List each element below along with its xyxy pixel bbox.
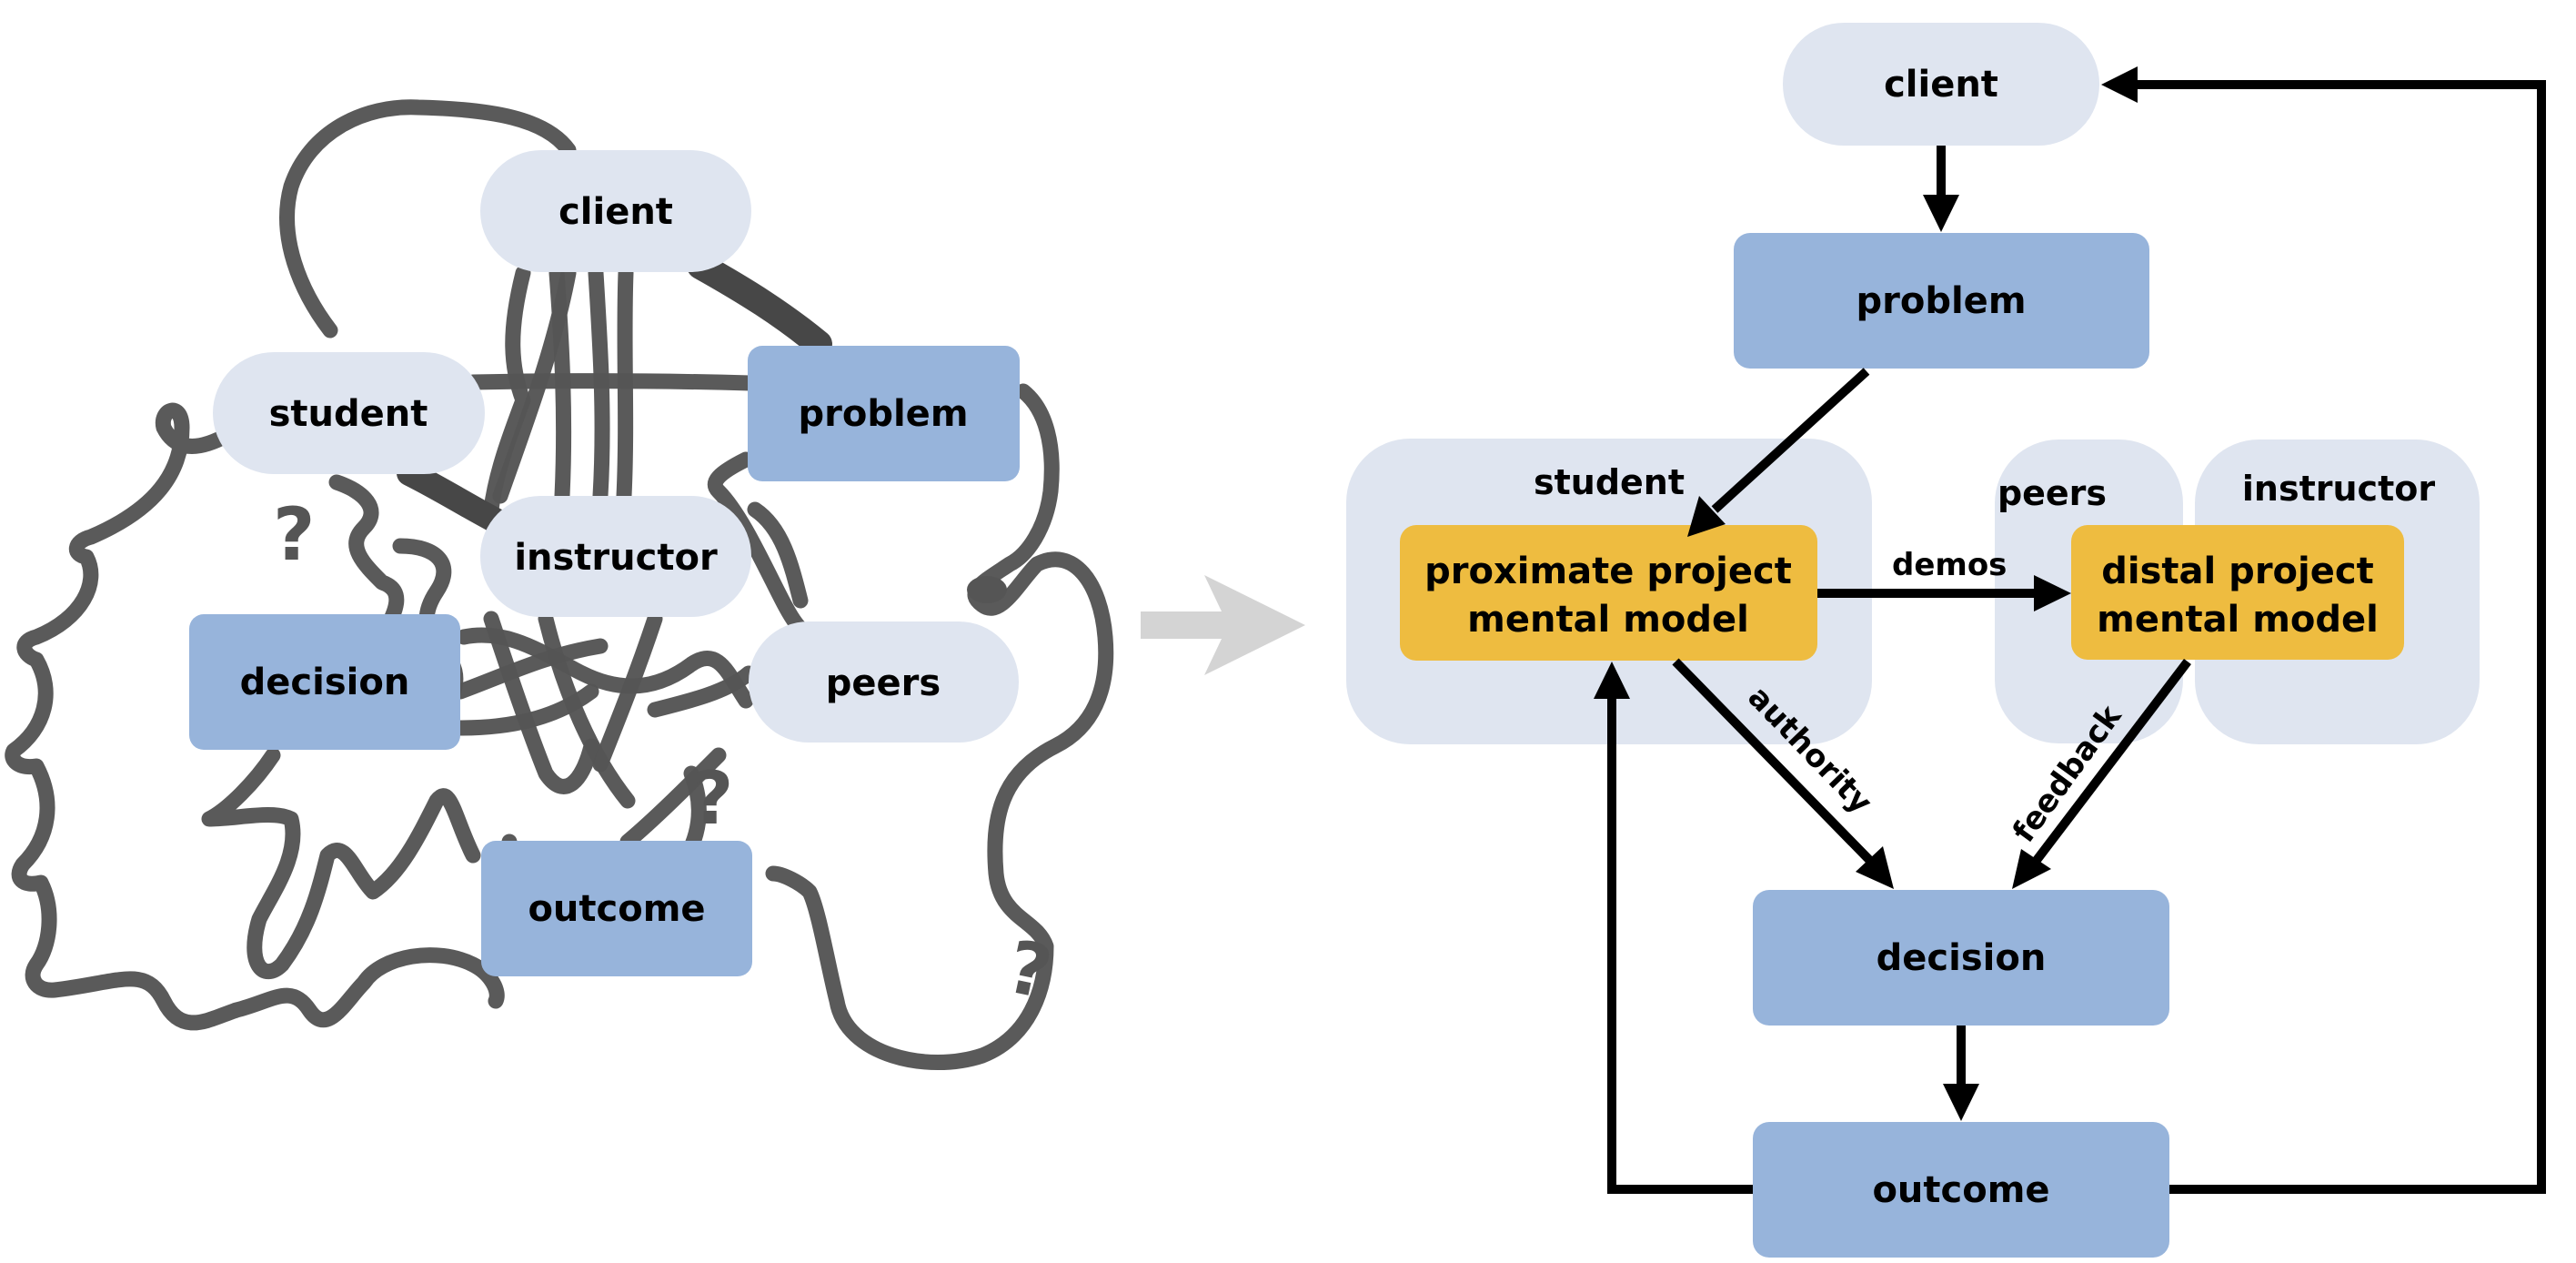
scribble-stroke bbox=[747, 501, 809, 609]
node-label-line1: distal project bbox=[2101, 551, 2373, 592]
edge-line bbox=[1607, 696, 1753, 1194]
node-box bbox=[189, 614, 460, 750]
scribble-stroke bbox=[588, 265, 610, 504]
node-label: peers bbox=[826, 662, 941, 704]
scribble-stroke bbox=[452, 638, 609, 700]
node-box bbox=[1753, 890, 2169, 1026]
scribble-stroke bbox=[619, 747, 727, 850]
scribble-stroke bbox=[592, 611, 663, 773]
arrowhead-icon bbox=[2101, 66, 2138, 103]
edge-decision-to-outcome bbox=[1943, 1026, 1979, 1121]
node-box bbox=[1753, 1122, 2169, 1258]
group-label: instructor bbox=[2242, 469, 2435, 509]
left-node-peers: peers bbox=[749, 621, 1019, 743]
node-label-line2: mental model bbox=[2097, 599, 2379, 641]
edge-label-demos: demos bbox=[1892, 547, 2007, 583]
node-box bbox=[481, 841, 752, 976]
arrowhead-icon bbox=[1687, 496, 1726, 537]
node-label: outcome bbox=[1872, 1169, 2049, 1211]
edge-client-to-problem bbox=[1923, 146, 1959, 232]
node-label: outcome bbox=[528, 888, 705, 930]
node-label-line1: proximate project bbox=[1424, 551, 1792, 592]
left-node-student: student bbox=[213, 352, 485, 474]
right-node-problem: problem bbox=[1734, 233, 2149, 369]
edge-problem-to-proximate bbox=[1687, 368, 1870, 537]
scribble-stroke bbox=[201, 747, 481, 980]
left-node-problem: problem bbox=[748, 346, 1020, 481]
scribble-stroke bbox=[538, 611, 636, 809]
scribble-stroke bbox=[5, 402, 505, 1031]
edge-line bbox=[2031, 658, 2191, 866]
node-pill bbox=[213, 352, 485, 474]
left-node-client: client bbox=[480, 150, 751, 272]
right-node-proximate-mental-model: proximate project mental model bbox=[1400, 525, 1817, 661]
right-node-distal-mental-model: distal project mental model bbox=[2071, 525, 2404, 660]
node-pill bbox=[480, 150, 751, 272]
scribble-stroke bbox=[328, 474, 405, 645]
scribble-stroke bbox=[452, 683, 599, 736]
scribble-stroke bbox=[465, 373, 759, 391]
arrowhead-icon bbox=[2034, 575, 2071, 611]
right-node-decision: decision bbox=[1753, 890, 2169, 1026]
scribble-stroke bbox=[279, 99, 577, 338]
question-mark-icon: ? bbox=[691, 756, 733, 841]
right-node-client: client bbox=[1783, 23, 2099, 146]
node-box bbox=[2071, 525, 2404, 660]
scribble-stroke bbox=[647, 665, 757, 718]
edge-line bbox=[2136, 80, 2546, 1194]
scribble-stroke bbox=[687, 252, 832, 358]
left-node-decision: decision bbox=[189, 614, 460, 750]
edge-outcome-to-client bbox=[2101, 66, 2546, 1194]
arrowhead-icon bbox=[1923, 195, 1959, 232]
node-label: decision bbox=[240, 662, 410, 703]
node-label-line2: mental model bbox=[1467, 599, 1749, 641]
node-label: decision bbox=[1877, 937, 2047, 979]
node-label: problem bbox=[799, 393, 969, 435]
node-label: client bbox=[1884, 64, 1998, 106]
edge-line bbox=[1672, 658, 1876, 866]
node-box bbox=[1734, 233, 2149, 369]
edge-outcome-to-proximate bbox=[1594, 662, 1753, 1194]
question-mark-icon: ? bbox=[1000, 925, 1059, 1016]
scribble-stroke bbox=[548, 265, 572, 504]
scribble-stroke bbox=[765, 383, 1114, 1070]
left-node-instructor: instructor bbox=[480, 496, 751, 617]
node-label: student bbox=[269, 393, 428, 435]
edge-line bbox=[1711, 368, 1870, 513]
edge-demos: demos bbox=[1817, 547, 2071, 611]
node-pill bbox=[480, 496, 751, 617]
arrowhead-icon bbox=[1856, 846, 1894, 889]
node-pill bbox=[749, 621, 1019, 743]
scribble-stroke bbox=[483, 265, 531, 518]
node-label: client bbox=[558, 191, 673, 233]
node-box bbox=[1400, 525, 1817, 661]
scribble-stroke bbox=[483, 611, 599, 794]
left-node-outcome: outcome bbox=[481, 841, 752, 976]
arrowhead-icon bbox=[2012, 849, 2051, 889]
group-label: student bbox=[1534, 462, 1685, 502]
node-box bbox=[748, 346, 1020, 481]
group-label: peers bbox=[1997, 473, 2107, 513]
node-label: instructor bbox=[514, 537, 718, 579]
scribble-stroke bbox=[616, 265, 634, 504]
transition-arrow-icon bbox=[1141, 575, 1305, 675]
arrowhead-icon bbox=[1943, 1084, 1979, 1121]
scribble-blob bbox=[967, 576, 1007, 603]
right-node-outcome: outcome bbox=[1753, 1122, 2169, 1258]
question-mark-icon: ? bbox=[273, 492, 315, 577]
node-pill bbox=[1783, 23, 2099, 146]
arrowhead-icon bbox=[1594, 662, 1630, 699]
node-label: problem bbox=[1857, 280, 2027, 322]
